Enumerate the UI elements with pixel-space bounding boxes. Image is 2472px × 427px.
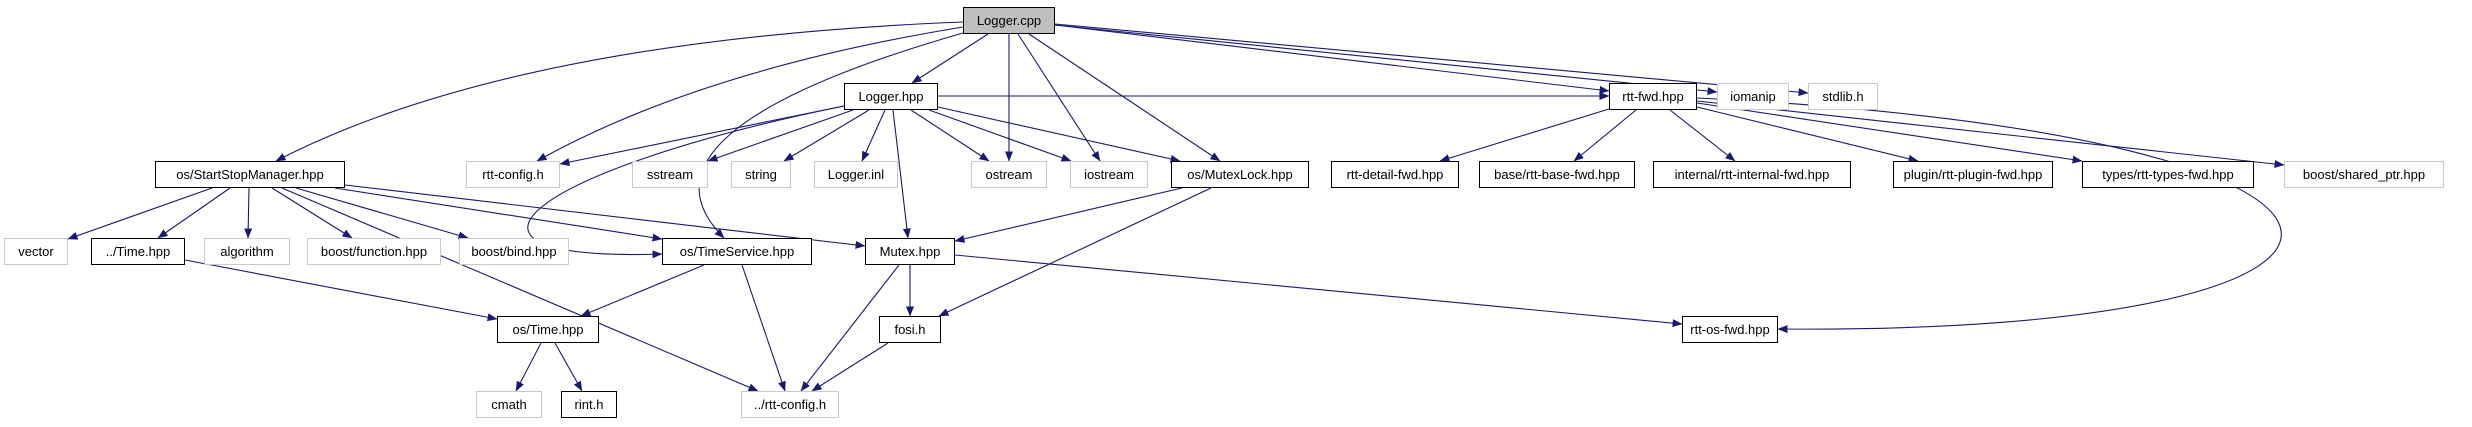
edge-logger_cpp-mutexlock xyxy=(1028,33,1221,162)
edge-os_time-cmath xyxy=(515,342,542,392)
node-logger_cpp: Logger.cpp xyxy=(963,6,1055,34)
edge-logger_cpp-logger_hpp xyxy=(911,33,989,84)
node-base_fwd[interactable]: base/rtt-base-fwd.hpp xyxy=(1479,160,1635,188)
node-rint_h[interactable]: rint.h xyxy=(561,390,617,418)
edge-rtt_fwd-types_fwd xyxy=(1696,102,2083,164)
edge-os_time-rint_h xyxy=(554,342,583,392)
edge-logger_cpp-rtt_config xyxy=(536,26,964,162)
edge-logger_hpp-logger_inl xyxy=(861,109,886,162)
edge-rtt_fwd-shared_ptr xyxy=(1696,100,2285,168)
node-boost_bind: boost/bind.hpp xyxy=(459,237,569,265)
edge-rtt_fwd-detail_fwd xyxy=(1439,108,1610,163)
edge-ssm-timeservice xyxy=(334,187,663,242)
node-string: string xyxy=(731,160,791,188)
edge-ssm-rtt_config2 xyxy=(281,187,759,392)
node-iostream: iostream xyxy=(1070,160,1148,188)
edge-mutex-rtt_config2 xyxy=(800,264,900,392)
node-rtt_fwd[interactable]: rtt-fwd.hpp xyxy=(1609,82,1697,110)
edge-logger_hpp-string xyxy=(783,109,870,162)
edge-rtt_fwd-rtt_os_fwd xyxy=(1696,97,2282,334)
edge-timeservice-rtt_config2 xyxy=(741,264,786,392)
node-rtt_config: rtt-config.h xyxy=(466,160,560,188)
edge-logger_cpp-rtt_fwd xyxy=(1054,24,1610,94)
edge-logger_cpp-iostream xyxy=(1017,33,1101,162)
node-mutex[interactable]: Mutex.hpp xyxy=(865,237,955,265)
node-vector: vector xyxy=(4,237,68,265)
node-mutexlock[interactable]: os/MutexLock.hpp xyxy=(1171,160,1309,188)
node-time_hpp[interactable]: ../Time.hpp xyxy=(91,237,185,265)
node-rtt_os_fwd[interactable]: rtt-os-fwd.hpp xyxy=(1682,315,1778,343)
node-plugin_fwd[interactable]: plugin/rtt-plugin-fwd.hpp xyxy=(1893,160,2053,188)
node-stdlib_h: stdlib.h xyxy=(1808,82,1878,110)
edge-ssm-algorithm xyxy=(244,187,253,239)
node-sstream: sstream xyxy=(632,160,708,188)
node-shared_ptr: boost/shared_ptr.hpp xyxy=(2284,160,2444,188)
edge-ssm-boost_bind xyxy=(295,187,469,240)
node-rtt_config2: ../rtt-config.h xyxy=(741,390,839,418)
edge-logger_hpp-sstream xyxy=(707,109,854,162)
edge-rtt_fwd-internal_fwd xyxy=(1669,109,1736,162)
edge-logger_hpp-mutexlock xyxy=(937,106,1181,163)
node-logger_hpp[interactable]: Logger.hpp xyxy=(844,82,938,110)
node-internal_fwd[interactable]: internal/rtt-internal-fwd.hpp xyxy=(1653,160,1851,188)
node-cmath: cmath xyxy=(476,390,542,418)
edge-ssm-time_hpp xyxy=(157,187,231,239)
edge-rtt_fwd-base_fwd xyxy=(1573,109,1637,162)
node-os_time[interactable]: os/Time.hpp xyxy=(497,315,599,343)
edge-logger_hpp-mutex xyxy=(892,109,911,239)
edge-ssm-boost_function xyxy=(271,187,353,239)
edge-ssm-vector xyxy=(67,187,213,240)
node-fosi_h[interactable]: fosi.h xyxy=(879,315,941,343)
edge-fosi_h-rtt_config2 xyxy=(811,342,889,392)
node-types_fwd[interactable]: types/rtt-types-fwd.hpp xyxy=(2082,160,2254,188)
edge-ssm-mutex xyxy=(344,184,866,249)
edge-logger_cpp-iomanip xyxy=(1054,24,1718,96)
node-logger_inl: Logger.inl xyxy=(814,160,898,188)
edge-rtt_fwd-plugin_fwd xyxy=(1696,106,1919,163)
node-timeservice[interactable]: os/TimeService.hpp xyxy=(662,237,812,265)
edge-mutexlock-mutex xyxy=(954,187,1183,243)
edge-time_hpp-os_time xyxy=(184,259,498,322)
node-ostream: ostream xyxy=(971,160,1047,188)
edge-logger_cpp-ssm xyxy=(275,21,964,162)
edge-logger_hpp-iostream xyxy=(928,109,1072,162)
edge-logger_cpp-timeservice xyxy=(698,32,964,239)
edge-mutex-rtt_os_fwd xyxy=(954,254,1683,328)
edge-timeservice-os_time xyxy=(580,264,705,317)
node-ssm[interactable]: os/StartStopManager.hpp xyxy=(155,160,345,188)
edge-mutexlock-fosi_h xyxy=(938,187,1212,317)
edge-logger_cpp-stdlib_h xyxy=(1054,23,1809,97)
node-algorithm: algorithm xyxy=(204,237,290,265)
node-iomanip: iomanip xyxy=(1717,82,1789,110)
node-detail_fwd[interactable]: rtt-detail-fwd.hpp xyxy=(1331,160,1459,188)
edge-logger_hpp-ostream xyxy=(910,109,990,162)
node-boost_function: boost/function.hpp xyxy=(307,237,441,265)
